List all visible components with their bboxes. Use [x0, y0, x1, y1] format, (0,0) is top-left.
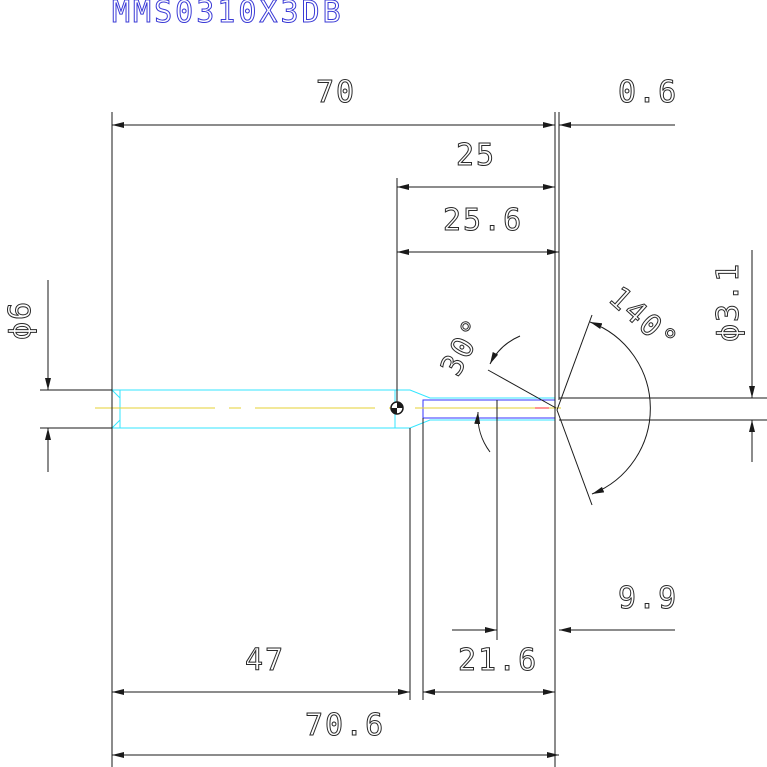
part-number-title: MMS0310X3DB [112, 0, 344, 30]
taper-angle-ext [487, 369, 557, 409]
dim-label-point-angle: 140° [602, 280, 685, 360]
dim-label-tip-offset: 0.6 [618, 75, 678, 110]
dim-label-total-length: 70.6 [305, 708, 385, 743]
dim-label-reach: 9.9 [618, 581, 678, 616]
taper-angle-arc-upper [489, 335, 521, 365]
point-angle-ext-lower [556, 409, 593, 506]
dimension-labels: 70 0.6 25 25.6 ϕ6 ϕ3.1 140° 30° 47 21.6 … [3, 75, 747, 744]
dim-label-flute-length: 25 [456, 138, 496, 173]
point-angle-arc [589, 321, 651, 495]
neck-taper-upper [395, 389, 555, 399]
extension-lines [40, 112, 767, 767]
dim-label-neck-length: 25.6 [443, 203, 523, 238]
taper-angle-arc-lower [474, 411, 491, 453]
dim-label-shank-diameter: ϕ6 [3, 300, 38, 340]
shank-body [111, 389, 396, 429]
dimension-lines [45, 122, 755, 758]
point-angle-ext-upper [556, 314, 593, 411]
angle-dimensions [474, 314, 651, 506]
dim-label-taper-angle: 30° [434, 312, 493, 382]
dim-label-shank-length: 47 [245, 643, 285, 678]
neck-taper-lower [395, 419, 555, 429]
dim-label-body-length: 21.6 [458, 643, 538, 678]
dim-label-overall-length: 70 [316, 75, 356, 110]
flute-section [422, 399, 556, 419]
tool-outline [95, 389, 575, 429]
dim-label-cutter-diameter: ϕ3.1 [711, 262, 746, 342]
